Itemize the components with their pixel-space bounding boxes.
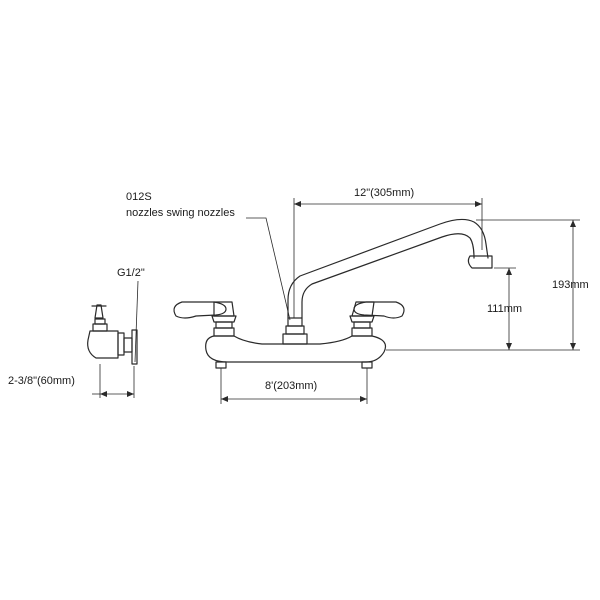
thread-size-label: G1/2" [117,267,145,279]
model-code-label: 012S [126,191,152,203]
dimension-lines: 12"(305mm) 193mm 111mm 8'(203mm) [220,187,589,404]
side-view: G1/2" 2-3/8"(60mm) [8,267,145,398]
front-view: 012S nozzles swing nozzles [126,191,493,369]
spout-reach-label: 12"(305mm) [354,187,414,199]
spout-height-label: 111mm [487,303,522,315]
center-spacing-label: 8'(203mm) [265,380,317,392]
side-depth-label: 2-3/8"(60mm) [8,375,75,387]
nozzle-type-label: nozzles swing nozzles [126,207,235,219]
overall-height-label: 193mm [552,279,589,291]
